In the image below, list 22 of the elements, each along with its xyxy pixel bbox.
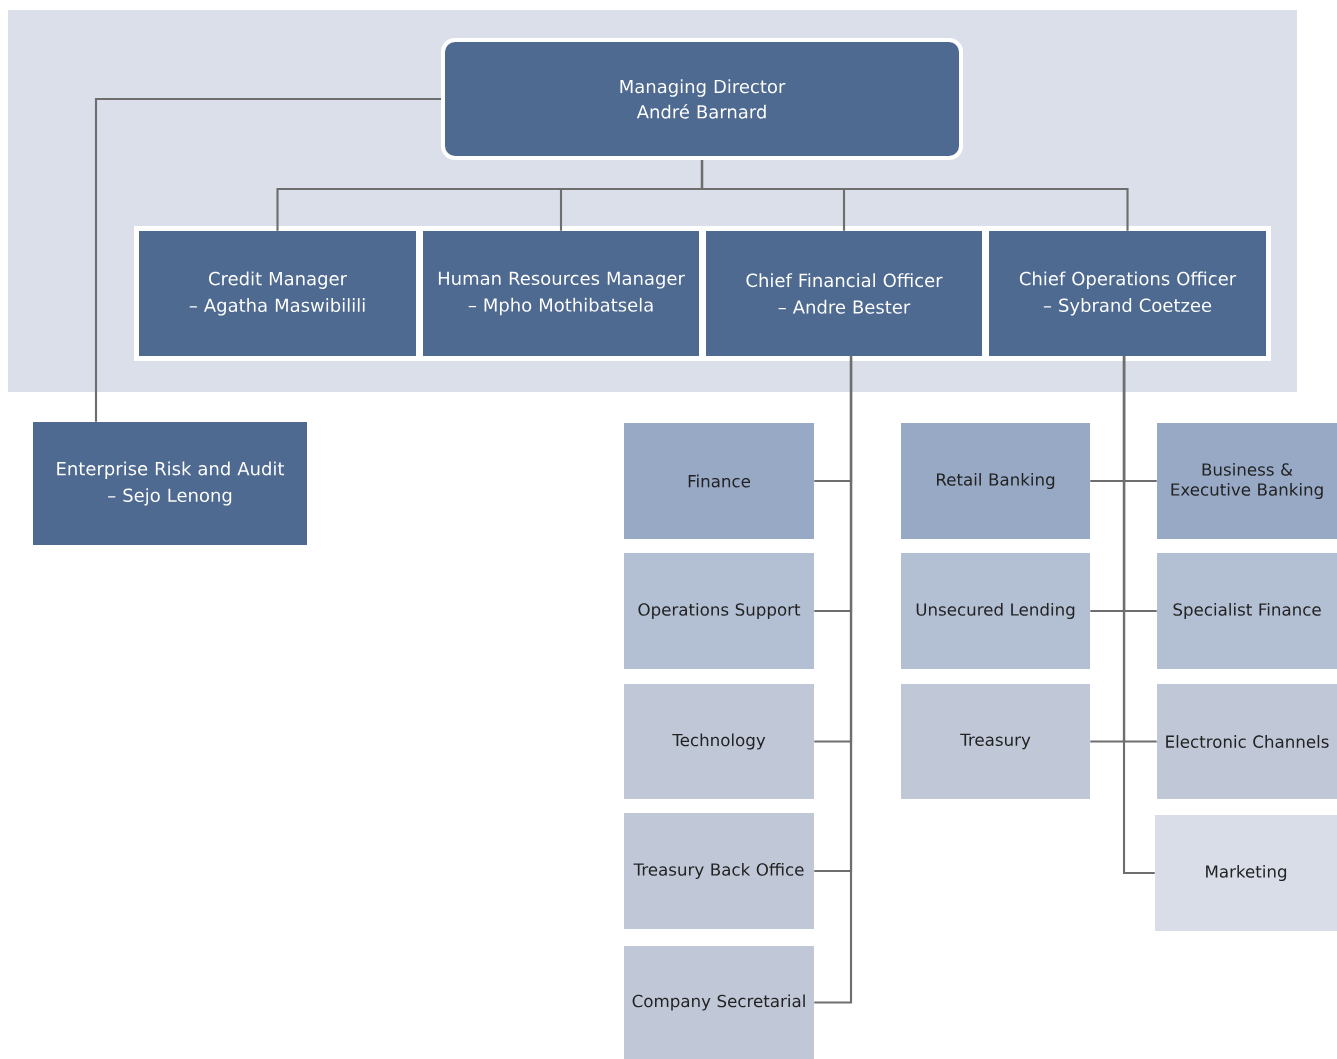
org-box: Treasury Back Office xyxy=(624,813,814,929)
org-box: Finance xyxy=(624,423,814,539)
org-box: Treasury xyxy=(901,684,1090,799)
org-box: Chief Operations Officer – Sybrand Coetzee xyxy=(989,231,1266,356)
org-box: Technology xyxy=(624,684,814,799)
org-box: Electronic Channels xyxy=(1157,684,1337,799)
org-box: Managing Director André Barnard xyxy=(441,38,963,160)
org-box: Marketing xyxy=(1155,815,1337,931)
org-box: Credit Manager – Agatha Maswibilili xyxy=(139,231,416,356)
org-box: Business & Executive Banking xyxy=(1157,423,1337,539)
org-box: Company Secretarial xyxy=(624,946,814,1059)
connector-line xyxy=(1122,356,1155,875)
connector-line xyxy=(814,356,853,1004)
org-box: Unsecured Lending xyxy=(901,553,1090,669)
org-box: Specialist Finance xyxy=(1157,553,1337,669)
org-box: Operations Support xyxy=(624,553,814,669)
connector-line xyxy=(700,160,1129,231)
org-box: Chief Financial Officer – Andre Bester xyxy=(706,231,982,356)
org-box: Enterprise Risk and Audit – Sejo Lenong xyxy=(33,422,307,545)
org-box: Retail Banking xyxy=(901,423,1090,539)
connector-line xyxy=(94,97,441,422)
org-box: Human Resources Manager – Mpho Mothibatsela xyxy=(423,231,699,356)
